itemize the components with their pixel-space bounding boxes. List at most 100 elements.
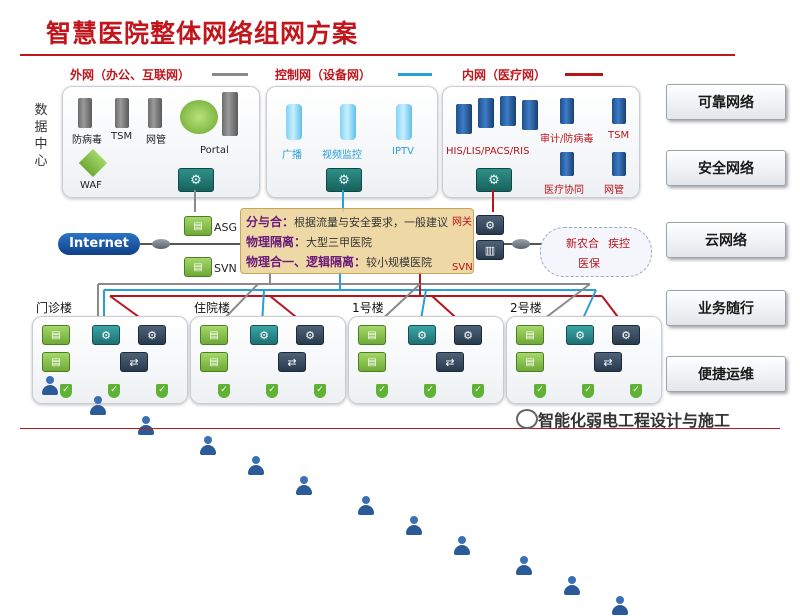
- cloud-label-insurance: 医保: [578, 257, 600, 270]
- broadcast-device-icon: [286, 104, 302, 140]
- access-switch-icon: ▤: [516, 325, 544, 345]
- svn-gateway-icon: ▤: [184, 257, 212, 277]
- user-icon: [610, 596, 630, 616]
- device-label-collab: 医疗协同: [544, 185, 584, 196]
- user-icon: [88, 396, 108, 416]
- medical-switch-icon: ⚙: [296, 325, 324, 345]
- strategy-line-2: 物理隔离：大型三甲医院: [246, 233, 372, 250]
- building-label-building-1: 1号楼: [352, 301, 384, 315]
- portal-rack-icon: [222, 92, 238, 136]
- legend-control-label: 控制网（设备网）: [275, 68, 372, 82]
- legend-control-line: [398, 73, 432, 76]
- device-label-tsm: TSM: [111, 131, 133, 142]
- legend-internal-label: 内网（医疗网）: [462, 68, 547, 82]
- device-label-nms: 网管: [146, 135, 166, 146]
- footer-rule: [20, 428, 780, 429]
- poe-switch-icon: ▤: [358, 352, 386, 372]
- device-label-waf: WAF: [80, 180, 102, 191]
- his-server-icon-3: [500, 96, 516, 126]
- security-shield-icon: ✓: [314, 384, 326, 398]
- building-label-outpatient: 门诊楼: [36, 301, 73, 315]
- building-label-building-2: 2号楼: [510, 301, 542, 315]
- security-shield-icon: ✓: [156, 384, 168, 398]
- poe-switch-icon: ▤: [516, 352, 544, 372]
- portal-server-icon: [180, 100, 218, 134]
- control-switch-icon: ⚙: [92, 325, 120, 345]
- user-icon: [246, 456, 266, 476]
- edge-switch-icon: ⇄: [594, 352, 622, 372]
- nms-server-icon: [148, 98, 162, 128]
- security-shield-icon: ✓: [108, 384, 120, 398]
- page-title: 智慧医院整体网络组网方案: [46, 19, 359, 48]
- strategy-head-2: 物理隔离：: [246, 235, 307, 249]
- security-shield-icon: ✓: [534, 384, 546, 398]
- internal-firewall-icon: ▥: [476, 240, 504, 260]
- asg-gateway-icon: ▤: [184, 216, 212, 236]
- feature-reliable-network: 可靠网络: [666, 84, 786, 120]
- svn-left-label: SVN: [214, 262, 237, 275]
- device-label-antivirus: 防病毒: [72, 135, 102, 146]
- security-shield-icon: ✓: [424, 384, 436, 398]
- legend-external-label: 外网（办公、互联网）: [70, 68, 191, 82]
- edge-switch-icon: ⇄: [278, 352, 306, 372]
- access-switch-icon: ▤: [200, 325, 228, 345]
- wechat-icon: [516, 409, 538, 429]
- security-shield-icon: ✓: [218, 384, 230, 398]
- access-switch-icon: ▤: [42, 325, 70, 345]
- his-server-icon-4: [522, 100, 538, 130]
- strategy-head-3: 物理合一、逻辑隔离：: [246, 255, 367, 269]
- data-center-label: 数据中心: [34, 103, 48, 169]
- gateway-label: 网关: [452, 217, 472, 228]
- video-surveillance-icon: [340, 104, 356, 140]
- user-icon: [198, 436, 218, 456]
- iptv-device-icon: [396, 104, 412, 140]
- internal-network-panel: [442, 86, 640, 198]
- internal-tsm-server-icon: [612, 98, 626, 124]
- strategy-body-3: 较小规模医院: [366, 256, 433, 269]
- medical-switch-icon: ⚙: [454, 325, 482, 345]
- external-core-switch-icon: ⚙: [178, 168, 214, 192]
- strategy-line-1: 分与合：根据流量与安全要求，一般建议: [246, 213, 448, 230]
- strategy-body-1: 根据流量与安全要求，一般建议: [294, 216, 449, 229]
- device-label-audit: 审计/防病毒: [540, 134, 594, 145]
- security-shield-icon: ✓: [376, 384, 388, 398]
- medical-switch-icon: ⚙: [138, 325, 166, 345]
- feature-easy-ops: 便捷运维: [666, 356, 786, 392]
- control-switch-icon: ⚙: [566, 325, 594, 345]
- public-health-cloud: [540, 227, 652, 277]
- antivirus-server-icon: [78, 98, 92, 128]
- device-label-internal-tsm: TSM: [608, 130, 630, 141]
- access-switch-icon: ▤: [358, 325, 386, 345]
- svn-right-label: SVN: [452, 262, 473, 273]
- edge-switch-icon: ⇄: [436, 352, 464, 372]
- poe-switch-icon: ▤: [42, 352, 70, 372]
- internal-gateway-icon: ⚙: [476, 215, 504, 235]
- network-links: [97, 190, 625, 326]
- cloud-label-ncms: 新农合: [566, 237, 599, 250]
- user-icon: [404, 516, 424, 536]
- security-shield-icon: ✓: [472, 384, 484, 398]
- medical-switch-icon: ⚙: [612, 325, 640, 345]
- user-icon: [356, 496, 376, 516]
- strategy-body-2: 大型三甲医院: [306, 236, 373, 249]
- audit-server-icon: [560, 98, 574, 124]
- device-label-iptv: IPTV: [392, 146, 414, 157]
- control-switch-icon: ⚙: [250, 325, 278, 345]
- cloud-label-cdc: 疾控: [608, 237, 630, 250]
- title-underline: [20, 54, 735, 56]
- security-shield-icon: ✓: [582, 384, 594, 398]
- tsm-server-icon: [115, 98, 129, 128]
- user-icon: [40, 376, 60, 396]
- strategy-head-1: 分与合：: [246, 215, 295, 229]
- control-switch-icon: ⚙: [408, 325, 436, 345]
- security-shield-icon: ✓: [630, 384, 642, 398]
- watermark-text: 智能化弱电工程设计与施工: [538, 411, 731, 430]
- feature-service-follow: 业务随行: [666, 290, 786, 326]
- his-server-icon-2: [478, 98, 494, 128]
- strategy-line-3: 物理合一、逻辑隔离：较小规模医院: [246, 253, 432, 270]
- user-icon: [562, 576, 582, 596]
- device-label-internal-nms: 网管: [604, 185, 624, 196]
- feature-cloud-network: 云网络: [666, 222, 786, 258]
- poe-switch-icon: ▤: [200, 352, 228, 372]
- edge-switch-icon: ⇄: [120, 352, 148, 372]
